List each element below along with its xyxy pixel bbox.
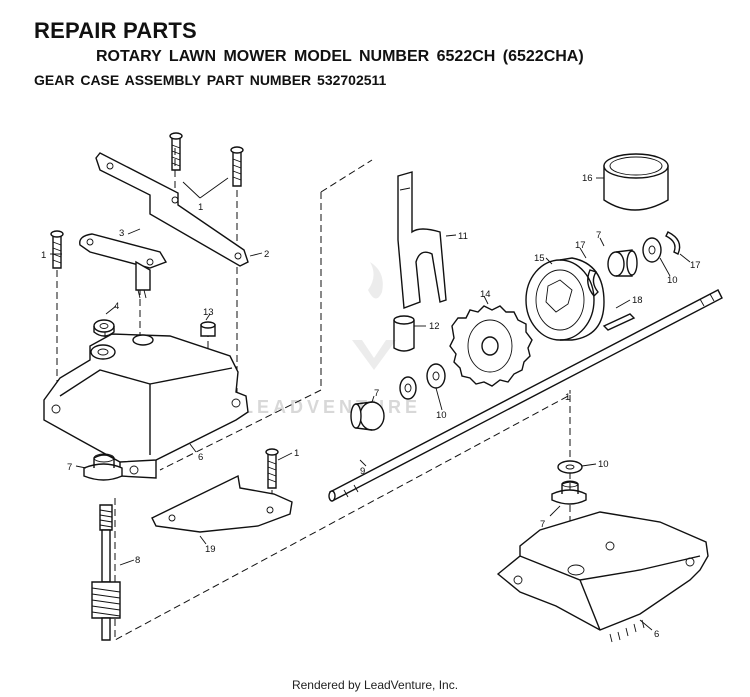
part-11-shift-fork — [397, 171, 447, 309]
callout-7-left: 7 — [67, 462, 72, 473]
page-title: REPAIR PARTS — [34, 18, 197, 43]
callout-17-left: 17 — [575, 240, 586, 251]
part-4-bushing — [93, 319, 115, 337]
part-1-bolt-lower — [265, 448, 279, 489]
part-8-worm-shaft — [91, 504, 121, 641]
footer-credit: Rendered by LeadVenture, Inc. — [291, 678, 459, 692]
callout-1-left: 1 — [41, 250, 46, 261]
callout-7-center: 7 — [374, 388, 379, 399]
callout-6-bottom: 6 — [654, 629, 659, 640]
callout-16: 16 — [582, 173, 593, 184]
model-subtitle: ROTARY LAWN MOWER MODEL NUMBER 6522CH (6… — [96, 48, 584, 65]
part-18-key — [602, 313, 636, 331]
callout-14: 14 — [480, 289, 491, 300]
part-10-washer-lower — [557, 460, 583, 474]
callout-12: 12 — [429, 321, 440, 332]
leader-lines — [50, 177, 691, 631]
part-1-bolt-top-right — [230, 146, 244, 187]
part-1-bolt-left — [50, 230, 64, 269]
part-17-clip-b — [665, 231, 681, 255]
part-16-cup — [603, 153, 669, 211]
callout-8: 8 — [135, 555, 140, 566]
part-7-bushing-lower — [551, 480, 587, 505]
callout-13: 13 — [203, 307, 214, 318]
part-7-bushing-center — [350, 401, 385, 431]
callout-10-center: 10 — [436, 410, 447, 421]
part-7-bushing-right — [607, 249, 638, 277]
callout-11: 11 — [458, 231, 468, 242]
assembly-subtitle: GEAR CASE ASSEMBLY PART NUMBER 532702511 — [34, 72, 387, 88]
callout-7-right: 7 — [596, 230, 601, 241]
part-3-lever — [79, 233, 168, 299]
callout-7-lower: 7 — [540, 519, 545, 530]
callout-15: 15 — [534, 253, 545, 264]
callout-1-top: 1 — [198, 202, 203, 213]
part-10-washer-center — [399, 363, 446, 400]
part-6-gear-case-top — [43, 333, 249, 479]
callout-2: 2 — [264, 249, 269, 260]
part-19-plate — [151, 474, 293, 533]
callout-1-right: 1 — [565, 392, 570, 403]
callout-9: 9 — [360, 466, 365, 477]
part-6-gear-case-bottom — [496, 511, 709, 643]
callout-10-right: 10 — [667, 275, 678, 286]
part-7-bushing-left — [83, 453, 123, 481]
part-12-spacer — [393, 315, 415, 352]
callout-1-lower: 1 — [294, 448, 299, 459]
part-13-plug — [200, 321, 216, 337]
part-1-bolt-top-left — [169, 132, 183, 171]
callout-3: 3 — [119, 228, 124, 239]
part-2-bracket — [95, 152, 249, 267]
part-14-gear — [449, 305, 533, 387]
callout-18: 18 — [632, 295, 643, 306]
callout-17-right: 17 — [690, 260, 701, 271]
part-17-clip-a — [587, 269, 599, 298]
callout-6-top: 6 — [198, 452, 203, 463]
part-15-clutch-drum — [525, 257, 605, 341]
callout-10-lower: 10 — [598, 459, 609, 470]
part-10-washer-right — [642, 237, 662, 263]
callout-19: 19 — [205, 544, 216, 555]
watermark-logo — [352, 262, 396, 370]
callout-4: 4 — [114, 301, 119, 312]
part-9-drive-shaft — [328, 289, 723, 502]
callout-numbers: 1 2 3 1 4 13 6 7 8 19 1 9 11 12 14 15 16… — [41, 173, 701, 640]
